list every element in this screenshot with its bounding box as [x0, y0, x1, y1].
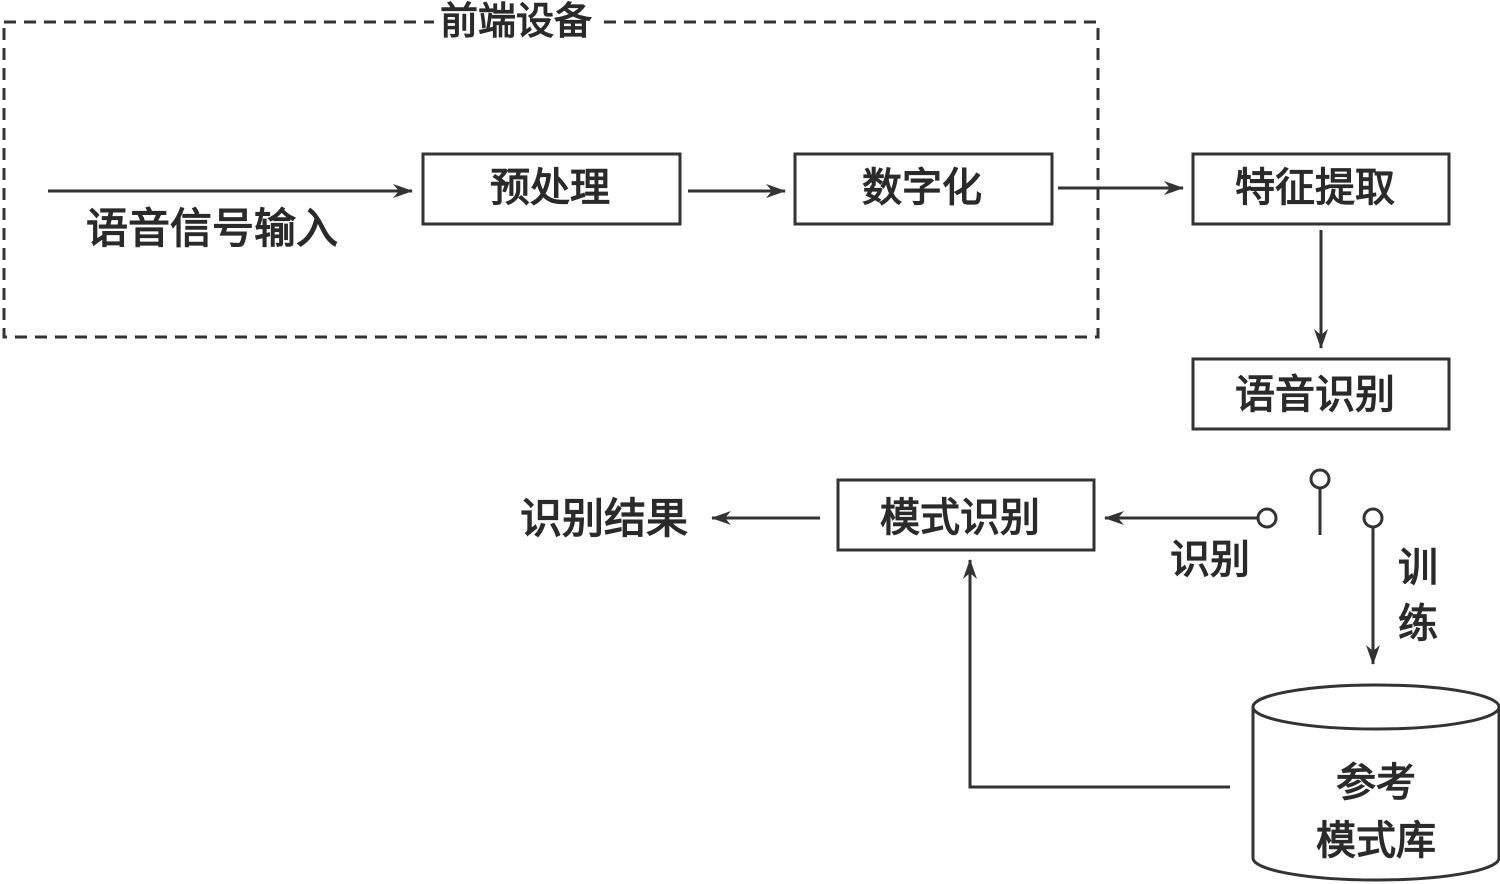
pattern-recognition-label: 模式识别 [880, 494, 1040, 541]
database-label-line2: 模式库 [1316, 817, 1436, 864]
preprocess-label: 预处理 [490, 164, 610, 211]
preprocess-box [421, 152, 682, 226]
reference-database-cylinder [1251, 683, 1500, 882]
train-switch-label-line1: 训 [1398, 544, 1438, 591]
train-switch-label-line2: 练 [1398, 600, 1438, 647]
speech-recognition-box [1191, 357, 1451, 431]
recognize-terminal [1256, 507, 1278, 529]
switch-pivot-terminal [1309, 468, 1331, 490]
recognize-switch-label: 识别 [1170, 536, 1250, 583]
pattern-recognition-box [836, 478, 1096, 552]
speech-recognition-label: 语音识别 [1235, 371, 1395, 418]
database-label: 参考 模式库 [1253, 754, 1499, 870]
frontend-group-title: 前端设备 [434, 2, 599, 40]
digitize-label: 数字化 [862, 164, 982, 211]
database-to-pattern-arrow [963, 559, 1230, 789]
feature-extraction-label: 特征提取 [1235, 164, 1395, 211]
digitize-box [793, 152, 1054, 226]
feature-extraction-box [1191, 152, 1451, 226]
train-terminal [1362, 507, 1384, 529]
output-label: 识别结果 [520, 494, 689, 543]
database-label-line1: 参考 [1336, 759, 1416, 806]
input-label: 语音信号输入 [86, 204, 339, 253]
